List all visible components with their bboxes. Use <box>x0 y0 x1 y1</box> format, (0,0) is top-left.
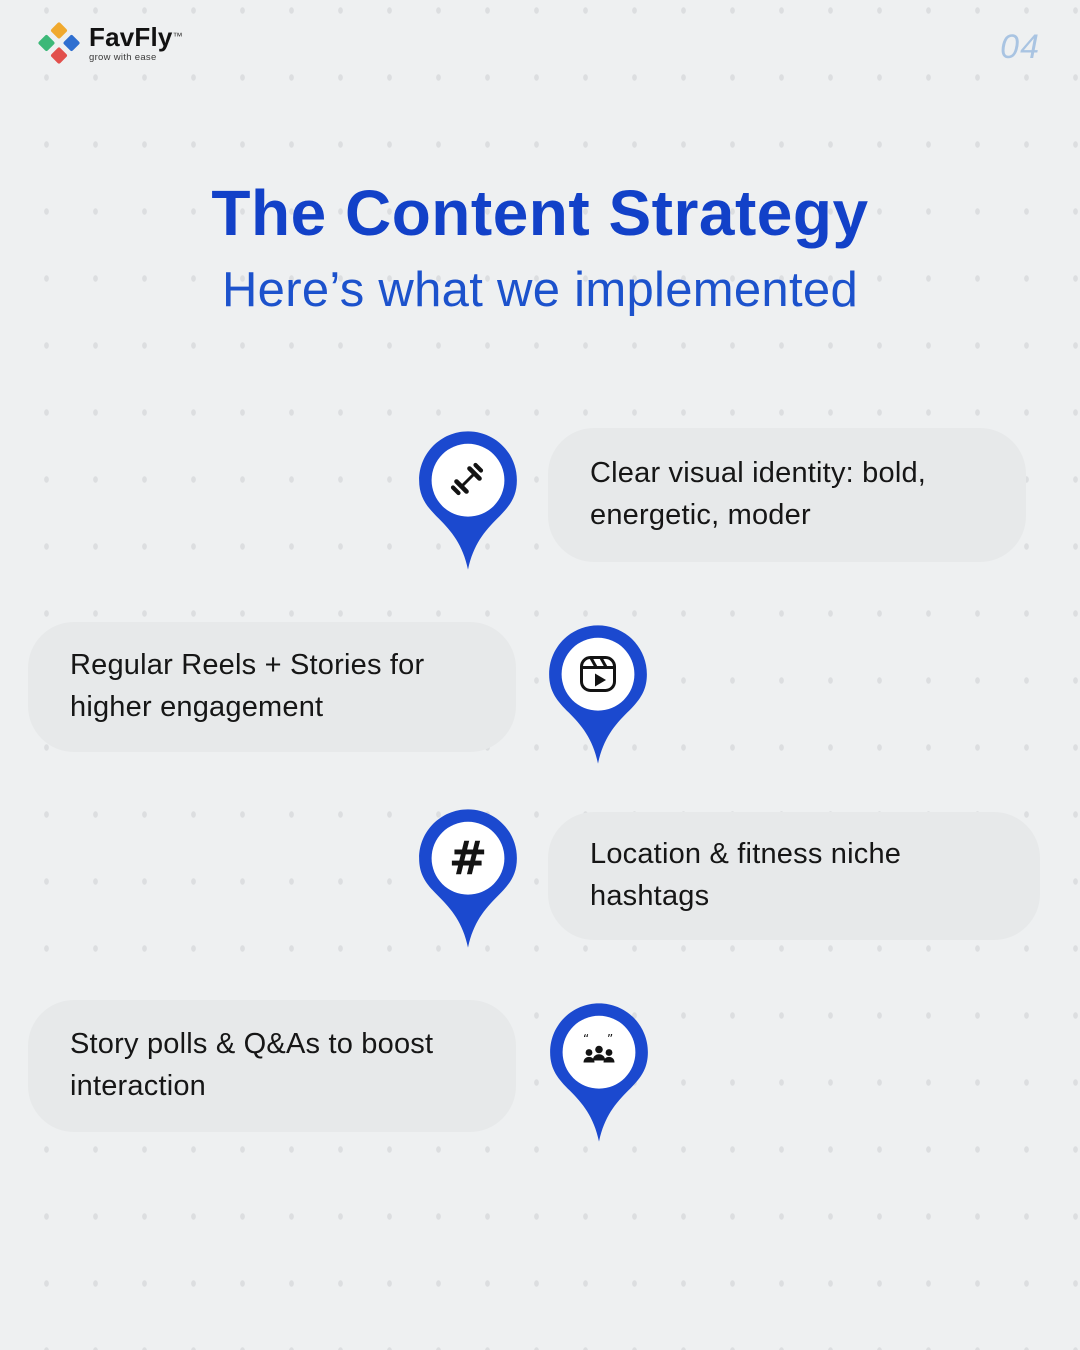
pin-marker-visual-identity <box>416 428 520 574</box>
strategy-card-text: Regular Reels + Stories for higher engag… <box>70 649 425 723</box>
pin-marker-hashtags: # <box>416 806 520 952</box>
reels-icon <box>576 652 620 696</box>
strategy-card-story-polls: Story polls & Q&As to boost interaction <box>28 1000 516 1132</box>
strategy-card-reels-stories: Regular Reels + Stories for higher engag… <box>28 622 516 752</box>
trademark-symbol: ™ <box>172 31 183 43</box>
brand-name: FavFly <box>89 21 173 52</box>
strategy-card-visual-identity: Clear visual identity: bold, energetic, … <box>548 428 1026 562</box>
strategy-card-text: Location & fitness niche hashtags <box>590 838 902 912</box>
pin-marker-reels-stories <box>546 622 650 768</box>
strategy-card-text: Clear visual identity: bold, energetic, … <box>590 457 927 531</box>
page-subtitle: Here’s what we implemented <box>221 263 859 317</box>
map-pin-icon <box>419 809 517 948</box>
page-number: 04 <box>1000 28 1040 66</box>
favfly-logo: FavFly™ grow with ease <box>38 22 183 64</box>
strategy-card-text: Story polls & Q&As to boost interaction <box>70 1028 434 1102</box>
favfly-logo-text: FavFly™ grow with ease <box>89 24 183 63</box>
page-title: The Content Strategy <box>211 177 869 249</box>
svg-text:“: “ <box>583 1032 589 1046</box>
strategy-card-hashtags: Location & fitness niche hashtags <box>548 812 1040 940</box>
audience-icon: “ ” <box>576 1029 622 1075</box>
title-block: The Content Strategy Here’s what we impl… <box>0 176 1080 318</box>
map-pin-icon <box>549 625 647 764</box>
brand-tagline: grow with ease <box>89 51 157 63</box>
fitness-icon <box>445 457 491 503</box>
favfly-logo-icon <box>38 22 80 64</box>
pin-marker-story-polls: “ ” <box>547 1000 651 1146</box>
hashtag-icon: # <box>448 831 488 885</box>
svg-text:”: ” <box>607 1032 613 1046</box>
